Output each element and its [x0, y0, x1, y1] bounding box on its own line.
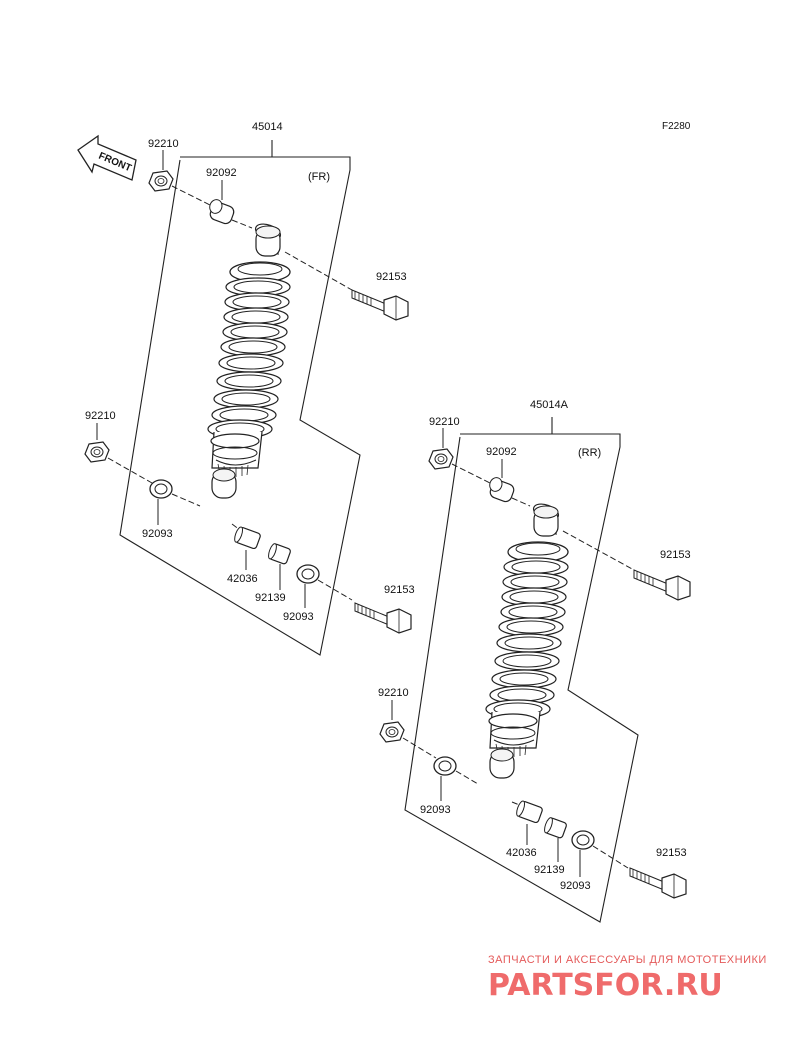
- position-label: (RR): [578, 447, 601, 459]
- part-label: 92153: [656, 847, 687, 859]
- part-label: 42036: [506, 847, 537, 859]
- part-label: 92153: [376, 271, 407, 283]
- part-label: 92092: [486, 446, 517, 458]
- watermark-tagline: ЗАПЧАСТИ И АКСЕССУАРЫ ДЛЯ МОТОТЕХНИКИ: [488, 954, 767, 966]
- watermark: ЗАПЧАСТИ И АКСЕССУАРЫ ДЛЯ МОТОТЕХНИКИ PA…: [488, 954, 767, 1003]
- part-label: 92093: [283, 611, 314, 623]
- assembly-number: 45014: [252, 121, 283, 133]
- bolt-icon: [354, 602, 412, 634]
- bushing-icon: [487, 475, 517, 504]
- assembly-outline: [119, 156, 361, 656]
- washer-icon: [433, 756, 457, 776]
- assembly-number: 45014A: [530, 399, 569, 411]
- part-label: 92093: [420, 804, 451, 816]
- watermark-logo: PARTSFOR.RU: [488, 968, 723, 1003]
- shock-absorber: [208, 221, 290, 498]
- part-label: 92139: [534, 864, 565, 876]
- bolt-icon: [351, 289, 409, 321]
- shock-absorber: [486, 501, 568, 778]
- washer-icon: [149, 479, 173, 499]
- collar-icon: [234, 526, 261, 550]
- collar-icon: [516, 800, 543, 824]
- front-arrow-icon: FRONT: [77, 134, 137, 181]
- part-label: 92092: [206, 167, 237, 179]
- nut-icon: [148, 170, 174, 192]
- part-label: 92093: [560, 880, 591, 892]
- part-label: 92153: [384, 584, 415, 596]
- part-label: 42036: [227, 573, 258, 585]
- position-label: (FR): [308, 171, 330, 183]
- nut-icon: [379, 721, 405, 743]
- part-label: 92210: [378, 687, 409, 699]
- part-label: 92139: [255, 592, 286, 604]
- front-shock-assembly: 45014 (FR) 92210 92092 92153 92210 92093: [84, 121, 415, 656]
- nut-icon: [84, 441, 110, 463]
- nut-icon: [428, 448, 454, 470]
- bushing-icon: [544, 817, 567, 839]
- part-label: 92153: [660, 549, 691, 561]
- bolt-icon: [629, 867, 687, 899]
- figure-code: F2280: [662, 121, 691, 132]
- bushing-icon: [207, 197, 237, 226]
- bushing-icon: [268, 543, 291, 565]
- part-label: 92210: [85, 410, 116, 422]
- rear-shock-assembly: 45014A (RR) 92210 92092 92153 92210 9209…: [378, 399, 691, 923]
- part-label: 92210: [148, 138, 179, 150]
- assembly-outline: [404, 433, 639, 923]
- part-label: 92210: [429, 416, 460, 428]
- washer-icon: [296, 564, 320, 584]
- washer-icon: [571, 830, 595, 850]
- bolt-icon: [633, 569, 691, 601]
- part-label: 92093: [142, 528, 173, 540]
